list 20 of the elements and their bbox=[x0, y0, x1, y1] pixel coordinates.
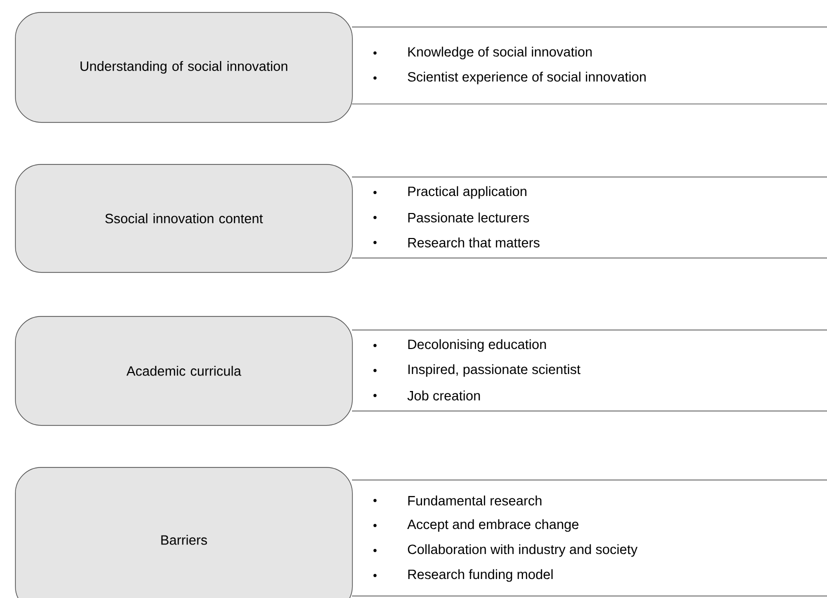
list-item: Practical application bbox=[408, 186, 526, 199]
category-box: Academic curricula bbox=[15, 316, 353, 426]
list-item: Inspired, passionate scientist bbox=[408, 364, 580, 377]
list-item: Collaboration with industry and society bbox=[408, 544, 638, 557]
list-item: Research funding model bbox=[408, 569, 553, 582]
list-item: Scientist experience of social innovation bbox=[408, 72, 646, 84]
list-item: Knowledge of social innovation bbox=[408, 46, 592, 60]
category-box: Barriers bbox=[15, 467, 353, 598]
list-panel bbox=[352, 26, 827, 104]
list-item: Passionate lecturers bbox=[408, 212, 529, 222]
list-panel bbox=[352, 480, 827, 596]
list-item: Decolonising education bbox=[408, 339, 546, 352]
category-box: Understanding of social innovation bbox=[15, 12, 353, 123]
category-box: Ssocial innovation content bbox=[15, 164, 353, 273]
list-panel bbox=[352, 176, 827, 258]
list-item: Fundamental research bbox=[408, 496, 542, 506]
list-item: Accept and embrace change bbox=[407, 519, 578, 532]
list-item: Research that matters bbox=[408, 238, 540, 248]
list-panel bbox=[352, 330, 827, 412]
list-item: Job creation bbox=[407, 390, 480, 400]
